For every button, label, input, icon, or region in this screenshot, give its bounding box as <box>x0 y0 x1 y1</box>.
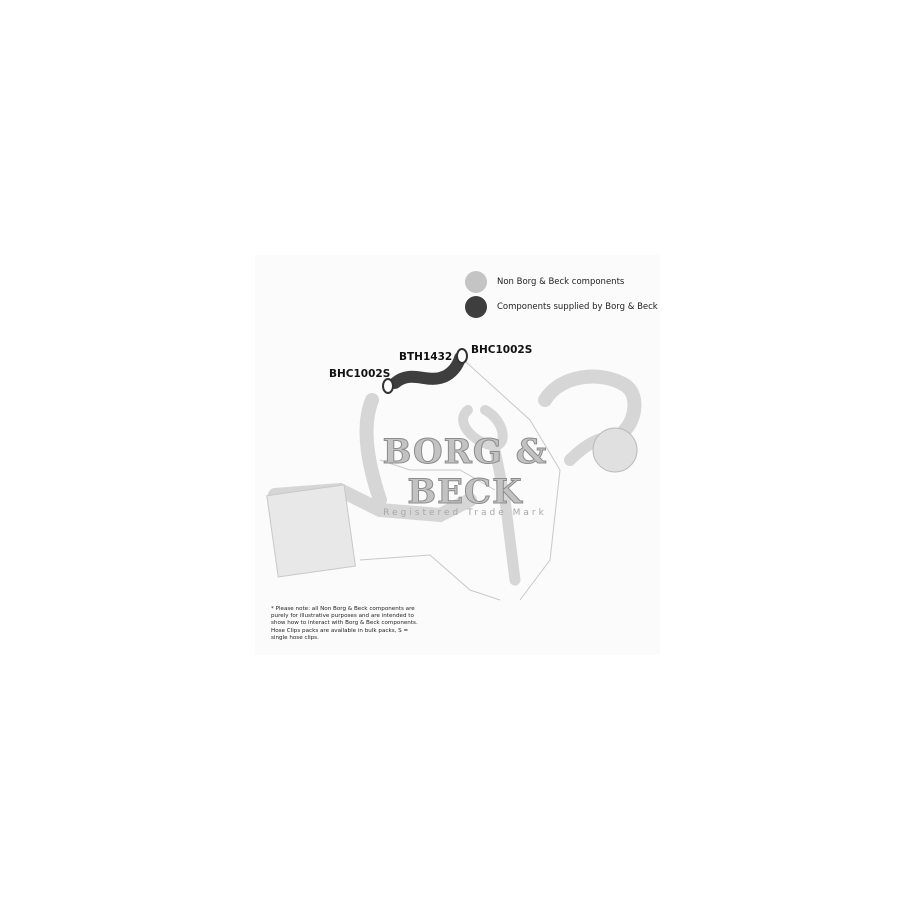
label-clip-right: BHC1002S <box>471 344 533 356</box>
watermark: BORG & BECK Registered Trade Mark <box>355 432 575 519</box>
watermark-sub: Registered Trade Mark <box>383 508 547 518</box>
legend-label: Components supplied by Borg & Beck <box>497 302 658 312</box>
legend-label: Non Borg & Beck components <box>497 277 625 287</box>
dark-circle-icon <box>465 296 487 318</box>
hose-clip-right <box>456 348 468 364</box>
label-hose: BTH1432 <box>399 351 453 363</box>
hose-clip-left <box>382 378 394 394</box>
upper-right-hose <box>538 369 642 437</box>
connector-lines <box>359 361 561 601</box>
hose-bth1432 <box>389 352 466 389</box>
intercooler <box>266 484 357 578</box>
watermark-brand: BORG & BECK <box>382 432 548 513</box>
diagram-panel <box>255 255 660 655</box>
left-hose <box>359 393 387 507</box>
light-circle-icon <box>465 271 487 293</box>
legend-borg: Components supplied by Borg & Beck <box>465 296 658 318</box>
label-clip-left: BHC1002S <box>329 368 391 380</box>
middle-hose <box>458 405 508 451</box>
turbocharger <box>592 427 638 473</box>
vertical-hose <box>489 444 521 586</box>
disclaimer-note: * Please note: all Non Borg & Beck compo… <box>271 606 418 641</box>
legend-non-borg: Non Borg & Beck components <box>465 271 624 293</box>
